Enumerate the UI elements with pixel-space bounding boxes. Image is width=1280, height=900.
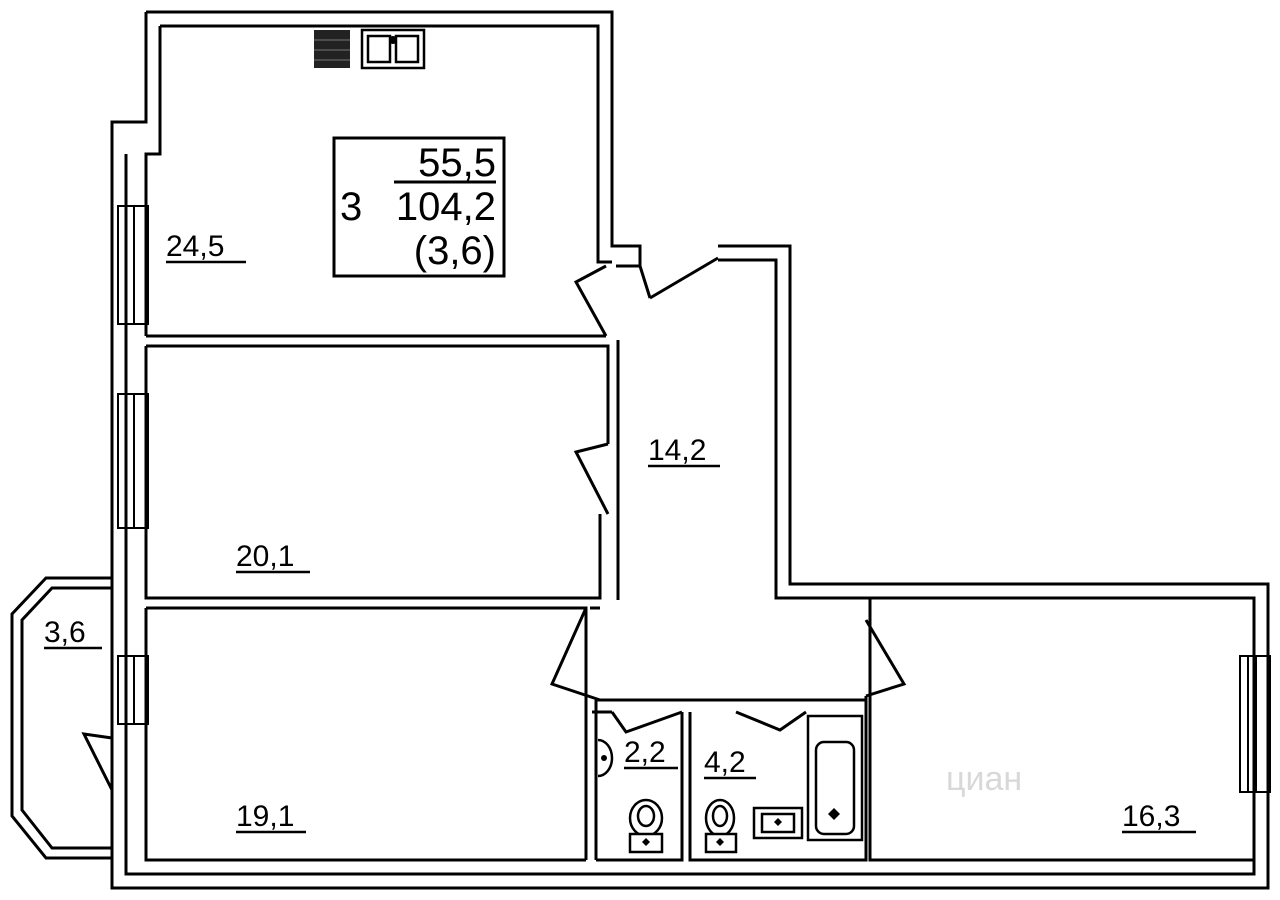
wc-area-label: 2,2: [624, 736, 666, 769]
kitchen-area-label: 24,5: [166, 230, 224, 263]
wc-sink-icon: [597, 738, 614, 778]
balcony: [10, 576, 112, 860]
apartment-summary: 55,5 3 104,2 (3,6): [332, 136, 506, 278]
watermark-logo: циан: [946, 760, 1022, 798]
toilet-wc-icon: [628, 798, 664, 854]
washbasin-icon: [752, 806, 804, 840]
balcony-area-value: (3,6): [414, 229, 496, 273]
balcony-area-label: 3,6: [44, 616, 86, 649]
bedroom-middle-area-label: 20,1: [236, 540, 294, 573]
living-area-value: 55,5: [418, 141, 496, 185]
bathtub-icon: [806, 714, 864, 842]
doors: [81, 256, 907, 791]
bathroom-area-label: 4,2: [704, 746, 746, 779]
room-count-value: 3: [340, 185, 362, 229]
room-labels: 24,5 20,1 19,1 14,2 16,3 2,2 4,2 3,6: [44, 230, 1196, 834]
toilet-bathroom-icon: [704, 798, 738, 854]
bedroom-right-area-label: 16,3: [1122, 800, 1180, 833]
bedroom-bottom-left-area-label: 19,1: [236, 800, 294, 833]
kitchen-sink-icon: [360, 28, 426, 70]
stove-icon: [314, 30, 350, 68]
hallway-area-label: 14,2: [648, 434, 706, 467]
total-area-value: 104,2: [396, 185, 496, 229]
outer-walls: [110, 10, 1271, 890]
